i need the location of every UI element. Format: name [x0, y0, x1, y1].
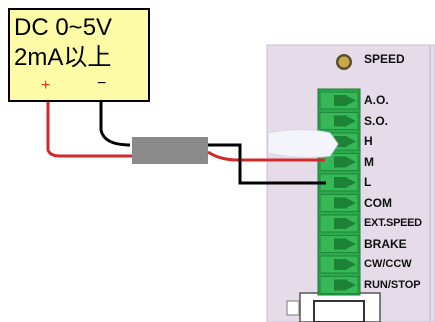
- terminal-label-s-o: S.O.: [364, 113, 389, 128]
- bottom-connector-socket: [313, 300, 365, 322]
- negative-wire-to-l: [208, 143, 326, 185]
- terminal-label-m: M: [364, 154, 374, 169]
- positive-wire-lead: [46, 93, 133, 158]
- power-supply-voltage-label: DC 0~5V: [14, 14, 113, 41]
- terminal-label-com: COM: [364, 195, 392, 210]
- terminal-screw-6: [319, 194, 359, 212]
- terminal-screw-8: [319, 235, 359, 253]
- terminal-screw-10: [319, 276, 359, 294]
- speed-knob-label: SPEED: [364, 52, 405, 66]
- terminal-label-brake: BRAKE: [364, 236, 407, 251]
- terminal-screw-2: [319, 112, 359, 130]
- terminal-label-h: H: [364, 134, 373, 148]
- negative-terminal-symbol: −: [97, 75, 107, 92]
- terminal-screw-1: [319, 91, 359, 110]
- power-supply-current-label: 2mA以上: [14, 44, 112, 71]
- terminal-screw-7: [319, 214, 359, 233]
- hml-highlight: [267, 129, 339, 158]
- positive-terminal-symbol: +: [41, 77, 51, 94]
- negative-wire-lead: [99, 93, 131, 147]
- terminal-screw-9: [319, 255, 359, 274]
- power-supply-box: [8, 8, 150, 102]
- positive-wire-to-m: [207, 150, 325, 162]
- terminal-label-a-o: A.O.: [364, 93, 389, 107]
- terminal-label-run-stop: RUN/STOP: [364, 278, 421, 291]
- terminal-screw-4: [319, 153, 359, 171]
- terminal-label-l: L: [364, 175, 372, 189]
- cable-sleeve: [132, 137, 208, 164]
- speed-knob-inner: [338, 56, 350, 68]
- bottom-connector-tab: [286, 300, 300, 316]
- terminal-label-ext-speed: EXT.SPEED: [364, 217, 422, 229]
- terminal-label-cw-ccw: CW/CCW: [364, 258, 412, 270]
